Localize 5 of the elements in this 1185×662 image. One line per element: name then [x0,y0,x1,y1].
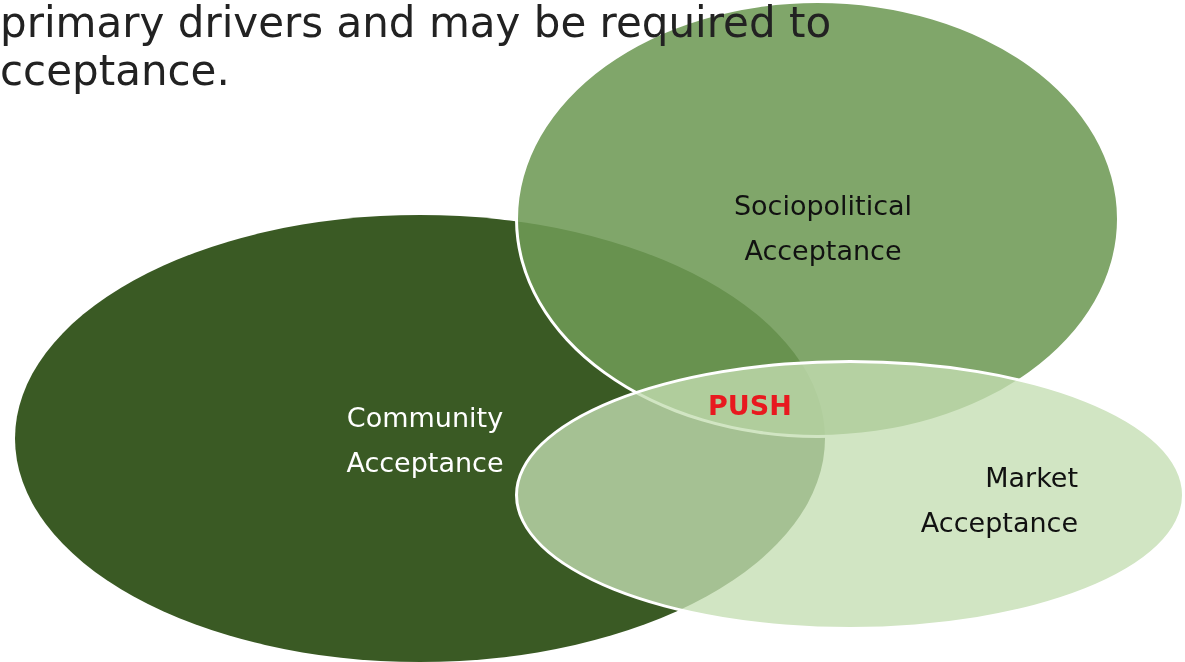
set-label: Community Acceptance [345,401,505,480]
set-label: Sociopolitical Acceptance [732,189,914,268]
set-label: Market Acceptance [919,461,1078,540]
overlap-label: PUSH [708,390,792,421]
heading-text: cceptance. [0,46,230,95]
